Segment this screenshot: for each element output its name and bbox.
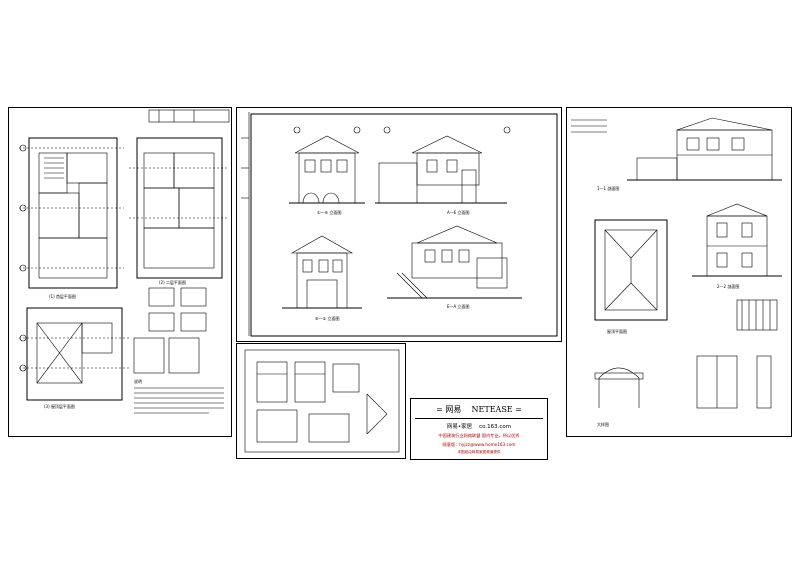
stamp-line-1: 中国建筑行业网络联盟 国内专业，所以优秀 bbox=[438, 433, 520, 438]
stamp-title-right: NETEASE = bbox=[471, 405, 522, 414]
roof-plan-title: 屋顶平面图 bbox=[607, 328, 627, 334]
stamp-line-2: 随意版：hyjzz@www.home163.com bbox=[442, 442, 516, 447]
detail-sheet bbox=[236, 343, 406, 459]
plan-1-title: (1) 首层平面图 bbox=[49, 293, 76, 299]
stamp-subtitle: 网易•家居 co.163.com bbox=[411, 422, 547, 430]
elevation-sheet: ①—⑥ 立面图 A—E 立面图 ⑥—① 立面图 E—A 立面图 bbox=[236, 107, 562, 342]
netease-stamp: = 网易 NETEASE = 网易•家居 co.163.com 中国建筑行业网络… bbox=[410, 398, 548, 460]
left-plan-sheet: (1) 首层平面图 (2) 二层平面图 (3) 屋顶层平面图 说明 bbox=[8, 107, 232, 437]
notes-title: 说明 bbox=[134, 378, 142, 384]
elevation-1-title: ①—⑥ 立面图 bbox=[317, 209, 341, 215]
stamp-subtitle-right: co.163.com bbox=[479, 424, 512, 430]
detail-title: 大样图 bbox=[597, 421, 609, 427]
section-2-title: 2—2 剖面图 bbox=[717, 283, 739, 289]
elevation-2-title: A—E 立面图 bbox=[447, 209, 470, 215]
section-sheet: 1—1 剖面图 2—2 剖面图 屋顶平面图 大样图 bbox=[566, 107, 792, 437]
stamp-subtitle-left: 网易•家居 bbox=[446, 424, 473, 430]
section-drawing: 1—1 剖面图 2—2 剖面图 屋顶平面图 大样图 bbox=[571, 117, 782, 427]
left-plan-drawing: (1) 首层平面图 (2) 二层平面图 (3) 屋顶层平面图 说明 bbox=[19, 109, 230, 414]
section-1-title: 1—1 剖面图 bbox=[597, 185, 619, 191]
elevation-drawing: ①—⑥ 立面图 A—E 立面图 ⑥—① 立面图 E—A 立面图 bbox=[241, 112, 558, 337]
plan-2-title: (2) 二层平面图 bbox=[159, 279, 186, 285]
elevation-4-title: E—A 立面图 bbox=[447, 303, 470, 309]
stamp-title-left: = 网易 bbox=[436, 405, 462, 414]
elevation-3-title: ⑥—① 立面图 bbox=[315, 315, 339, 321]
detail-drawing bbox=[244, 349, 400, 453]
plan-3-title: (3) 屋顶层平面图 bbox=[44, 403, 75, 409]
stamp-line-3: 本图纸由网易家居频道提供 bbox=[457, 450, 501, 454]
stamp-title: = 网易 NETEASE = bbox=[415, 404, 543, 419]
